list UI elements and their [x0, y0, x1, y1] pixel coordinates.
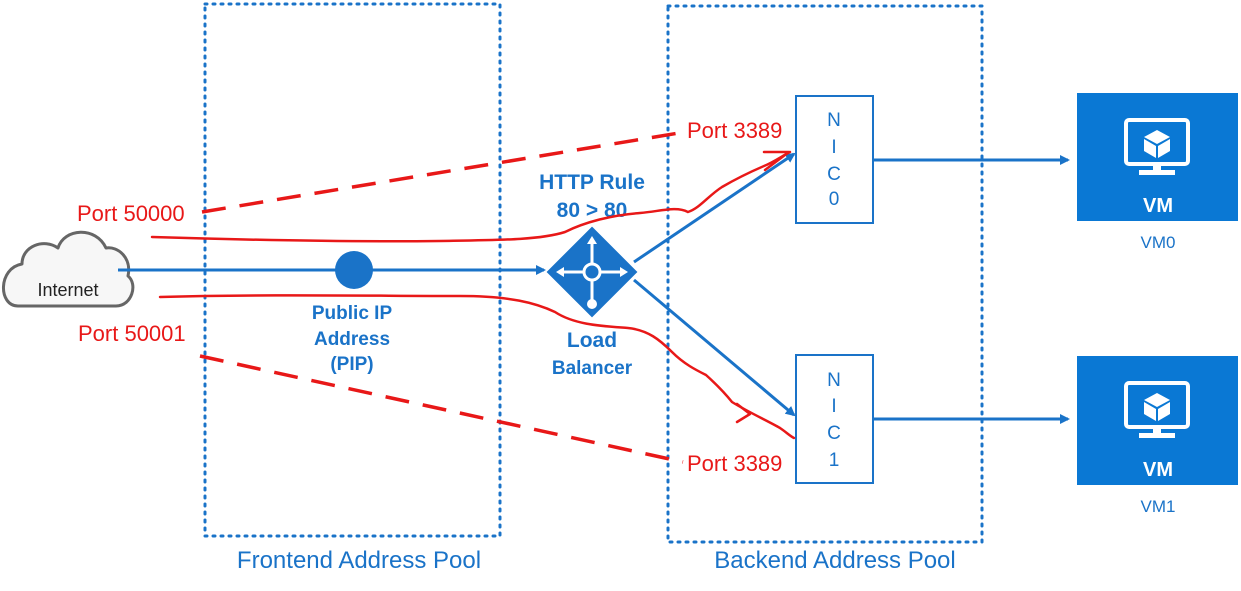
nat-path-top-arrowhead — [762, 150, 791, 172]
internet-label: Internet — [37, 280, 98, 300]
monitor-cube-icon — [1124, 118, 1190, 175]
nic1-char-2: C — [827, 423, 841, 444]
port-label-out-1: Port 3389 — [687, 451, 782, 476]
nat-path-bottom-arrowhead — [735, 402, 752, 424]
nic1-char-1: I — [831, 396, 836, 417]
port-label-in-0: Port 50000 — [77, 201, 185, 226]
port-label-out-0: Port 3389 — [687, 118, 782, 143]
public-ip-label-line2: Address — [314, 329, 390, 350]
nic0-char-0: N — [827, 110, 841, 131]
public-ip-dot — [335, 251, 373, 289]
cloud-icon — [2, 230, 135, 308]
vm0-caption: VM0 — [1141, 233, 1176, 252]
nat-path-bottom — [158, 294, 796, 440]
nat-path-top — [150, 150, 792, 243]
nic1-char-3: 1 — [829, 450, 840, 471]
lb-label-line1: Load — [567, 329, 617, 352]
vm0-tile-label: VM — [1143, 195, 1173, 217]
backend-pool-box — [666, 4, 984, 544]
load-balancer-icon — [546, 226, 638, 318]
public-ip-label-line1: Public IP — [312, 303, 393, 324]
public-ip-label-line3: (PIP) — [330, 354, 373, 375]
vm1-caption: VM1 — [1141, 497, 1176, 516]
lb-to-nic1-line — [633, 278, 796, 417]
nat-dashed-line-bottom — [199, 354, 684, 464]
monitor-cube-icon — [1124, 381, 1190, 438]
port-label-in-1: Port 50001 — [78, 321, 186, 346]
lb-to-nic0-line — [633, 152, 796, 264]
nic1-box — [795, 354, 874, 484]
vm0-tile — [1077, 93, 1238, 221]
vm1-tile — [1077, 356, 1238, 485]
nic0-char-1: I — [831, 137, 836, 158]
vm1-tile-label: VM — [1143, 459, 1173, 481]
lb-rule-line2: 80 > 80 — [557, 199, 628, 222]
nic0-char-3: 0 — [829, 189, 840, 210]
lb-rule-line1: HTTP Rule — [539, 171, 645, 194]
nic0-char-2: C — [827, 164, 841, 185]
nat-dashed-line-top — [201, 130, 686, 214]
backend-pool-label: Backend Address Pool — [714, 547, 956, 574]
nic1-char-0: N — [827, 370, 841, 391]
frontend-pool-label: Frontend Address Pool — [237, 547, 481, 574]
lb-label-line2: Balancer — [552, 358, 633, 379]
